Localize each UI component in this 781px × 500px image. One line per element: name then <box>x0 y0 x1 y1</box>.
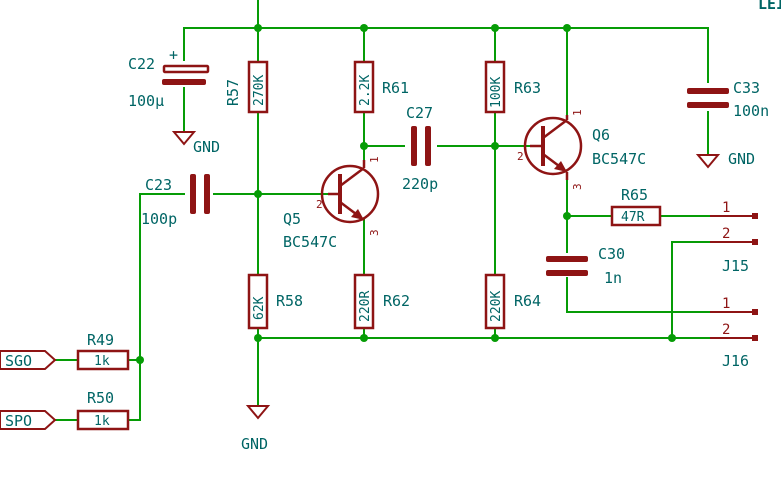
c33-value: 100n <box>733 102 769 120</box>
c27-value: 220p <box>402 175 438 193</box>
j15-ref: J15 <box>722 257 749 275</box>
connector-j15[interactable]: 1 2 J15 <box>710 200 758 275</box>
j15-pin2: 2 <box>722 226 730 242</box>
r58-value: 62K <box>252 296 267 320</box>
r65-ref: R65 <box>621 186 648 204</box>
c27-ref: C27 <box>406 104 433 122</box>
corner-label: LEI <box>758 0 781 13</box>
q5-value: BC547C <box>283 233 337 251</box>
r65-value: 47R <box>621 210 645 225</box>
transistor-q5[interactable]: 1 2 3 Q5 BC547C <box>283 156 381 251</box>
c22-value: 100µ <box>128 92 164 110</box>
j16-pin1: 1 <box>722 296 730 312</box>
j15-pin1: 1 <box>722 200 730 216</box>
resistor-r63[interactable]: 100K R63 <box>484 60 541 114</box>
resistor-r50[interactable]: 1k R50 <box>76 389 130 431</box>
r57-value: 270K <box>252 75 267 106</box>
r61-ref: R61 <box>382 79 409 97</box>
gnd-symbol-c33: GND <box>695 150 755 169</box>
q5-ref: Q5 <box>283 210 301 228</box>
r49-ref: R49 <box>87 331 114 349</box>
q5-pin1: 1 <box>368 156 381 163</box>
r57-ref: R57 <box>224 79 242 106</box>
q5-pin2: 2 <box>316 198 323 211</box>
gnd-label-c22: GND <box>193 138 220 156</box>
r50-ref: R50 <box>87 389 114 407</box>
q6-ref: Q6 <box>592 126 610 144</box>
q5-pin3: 3 <box>368 229 381 236</box>
spo-text: SPO <box>5 412 32 430</box>
c23-ref: C23 <box>145 176 172 194</box>
wires <box>54 0 736 421</box>
q6-pin2: 2 <box>517 150 524 163</box>
r50-value: 1k <box>94 414 110 429</box>
capacitor-c27[interactable]: C27 220p <box>402 104 438 193</box>
c22-ref: C22 <box>128 55 155 73</box>
capacitor-c23[interactable]: C23 100p <box>141 174 210 228</box>
transistor-q6[interactable]: 1 2 3 Q6 BC547C <box>517 109 646 190</box>
q6-value: BC547C <box>592 150 646 168</box>
resistor-r65[interactable]: 47R R65 <box>610 186 662 227</box>
r63-value: 100K <box>489 77 504 108</box>
junctions <box>136 24 676 364</box>
r58-ref: R58 <box>276 292 303 310</box>
gnd-symbol-c22: GND <box>171 131 220 156</box>
connector-j16[interactable]: 1 2 J16 <box>710 296 758 370</box>
resistor-r64[interactable]: 220K R64 <box>484 273 541 330</box>
c30-value: 1n <box>604 269 622 287</box>
r63-ref: R63 <box>514 79 541 97</box>
resistor-r58[interactable]: 62K R58 <box>247 273 303 330</box>
r62-ref: R62 <box>383 292 410 310</box>
capacitor-c33[interactable]: C33 100n <box>687 79 769 120</box>
resistor-r61[interactable]: 2.2K R61 <box>353 60 409 114</box>
r49-value: 1k <box>94 354 110 369</box>
gnd-label-main: GND <box>241 435 268 453</box>
j16-ref: J16 <box>722 352 749 370</box>
r64-value: 220K <box>489 291 504 322</box>
c33-ref: C33 <box>733 79 760 97</box>
input-label-sgo[interactable]: SGO <box>0 350 57 370</box>
gnd-symbol-main: GND <box>241 405 271 453</box>
polarity-label: + <box>169 46 178 64</box>
r64-ref: R64 <box>514 292 541 310</box>
c23-value: 100p <box>141 210 177 228</box>
gnd-label-c33: GND <box>728 150 755 168</box>
resistor-r49[interactable]: 1k R49 <box>76 331 130 371</box>
r61-value: 2.2K <box>358 75 373 106</box>
sgo-text: SGO <box>5 352 32 370</box>
capacitor-c30[interactable]: C30 1n <box>546 245 625 287</box>
c30-ref: C30 <box>598 245 625 263</box>
capacitor-c22[interactable]: + C22 100µ <box>128 46 210 110</box>
input-label-spo[interactable]: SPO <box>0 410 57 430</box>
r62-value: 220R <box>358 291 373 322</box>
q6-pin1: 1 <box>571 109 584 116</box>
j16-pin2: 2 <box>722 322 730 338</box>
resistor-r57[interactable]: 270K R57 <box>224 60 269 114</box>
q6-pin3: 3 <box>571 183 584 190</box>
resistor-r62[interactable]: 220R R62 <box>353 273 410 330</box>
